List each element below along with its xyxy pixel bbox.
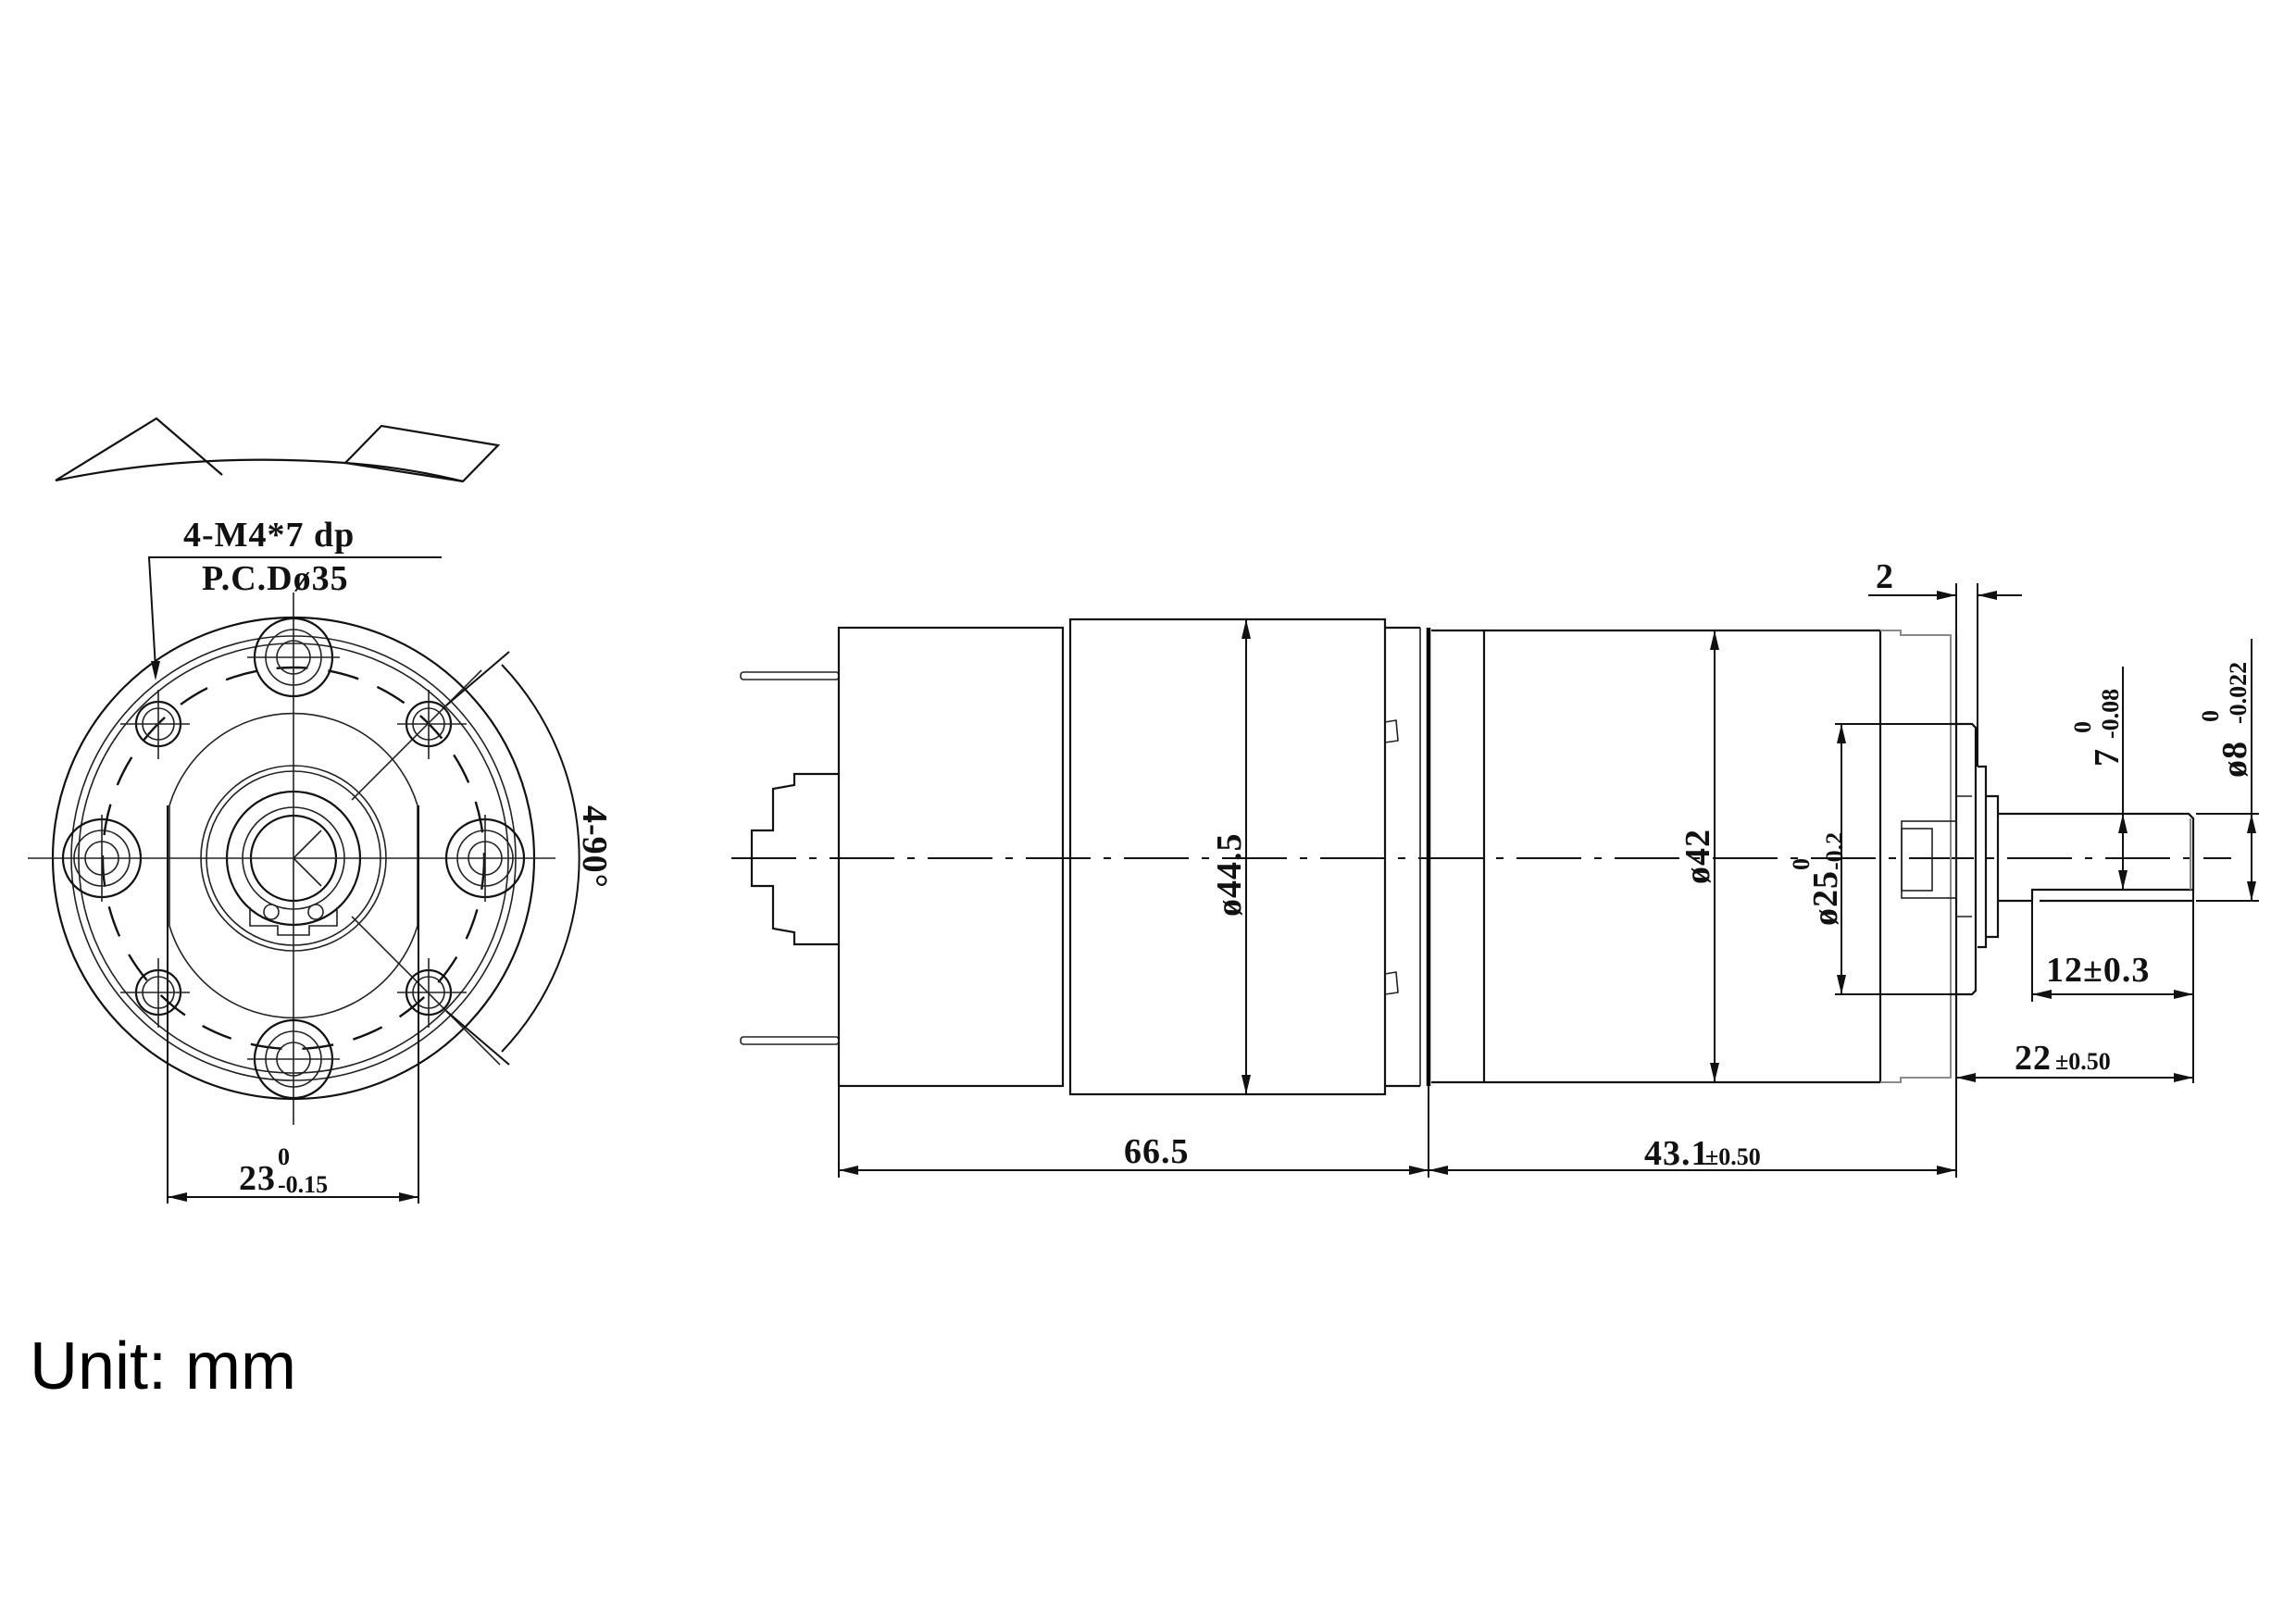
- shaft-flat-value: 7: [2088, 748, 2127, 767]
- angle-callout: 4-90°: [575, 805, 614, 889]
- motor-diameter-label: ø44.5: [1210, 833, 1249, 917]
- shaft-diameter-upper-tol: 0: [2197, 710, 2224, 722]
- detail-sketch: [55, 417, 501, 483]
- end-view: 4-M4*7 dp P.C.Dø35: [28, 516, 614, 1204]
- pilot-diameter-lower-tol: -0.2: [1821, 832, 1848, 870]
- flange-thickness-label: 2: [1876, 557, 1894, 596]
- side-view: ø44.5 ø42 ø25 0 -0.2 2 7 0 -0.08: [731, 557, 2259, 1178]
- pcd-callout: P.C.Dø35: [202, 559, 349, 598]
- screw-head-right: [444, 815, 526, 902]
- tapped-holes: [120, 690, 467, 1028]
- shaft-flat-lower-tol: -0.08: [2097, 689, 2124, 739]
- gearbox-length-value: 43.1: [1644, 1134, 1710, 1173]
- flat-length-label: 12±0.3: [2046, 951, 2150, 990]
- screw-head-top: [247, 617, 340, 698]
- thread-callout: 4-M4*7 dp: [183, 516, 355, 555]
- screw-head-bottom: [247, 1018, 340, 1100]
- motor-length-label: 66.5: [1124, 1132, 1190, 1171]
- unit-label: Unit: mm: [30, 1329, 296, 1404]
- shaft-diameter-value: ø8: [2215, 741, 2254, 778]
- shaft-diameter-lower-tol: -0.022: [2225, 662, 2252, 724]
- flat-width-upper-tol: 0: [278, 1143, 290, 1170]
- pilot-diameter-value: ø25: [1806, 870, 1845, 926]
- flat-width-value: 23: [239, 1159, 276, 1198]
- shaft-flat-upper-tol: 0: [2069, 721, 2096, 733]
- gearbox-length-tol: ±0.50: [1705, 1143, 1761, 1170]
- pilot-diameter-upper-tol: 0: [1788, 858, 1815, 870]
- shaft-length-value: 22: [2015, 1039, 2052, 1078]
- shaft-length-tol: ±0.50: [2055, 1048, 2111, 1075]
- flat-width-lower-tol: -0.15: [278, 1171, 328, 1198]
- screw-head-left: [61, 815, 143, 902]
- gearbox-diameter-label: ø42: [1678, 829, 1717, 884]
